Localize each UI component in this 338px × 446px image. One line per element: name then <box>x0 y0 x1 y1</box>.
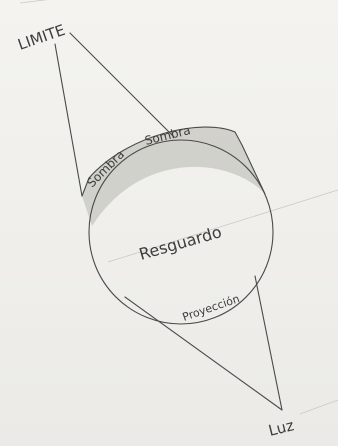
guide-line-top <box>20 0 125 3</box>
limit-right-ray <box>70 33 174 137</box>
limit-label: LIMITE <box>15 21 67 54</box>
shadow-band-fill <box>82 127 265 226</box>
guide-line-bottom <box>300 400 338 414</box>
light-label: Luz <box>267 416 296 440</box>
limit-left-ray <box>55 44 82 196</box>
center-label: Resguardo <box>137 222 224 264</box>
projection-right-ray <box>255 276 282 410</box>
